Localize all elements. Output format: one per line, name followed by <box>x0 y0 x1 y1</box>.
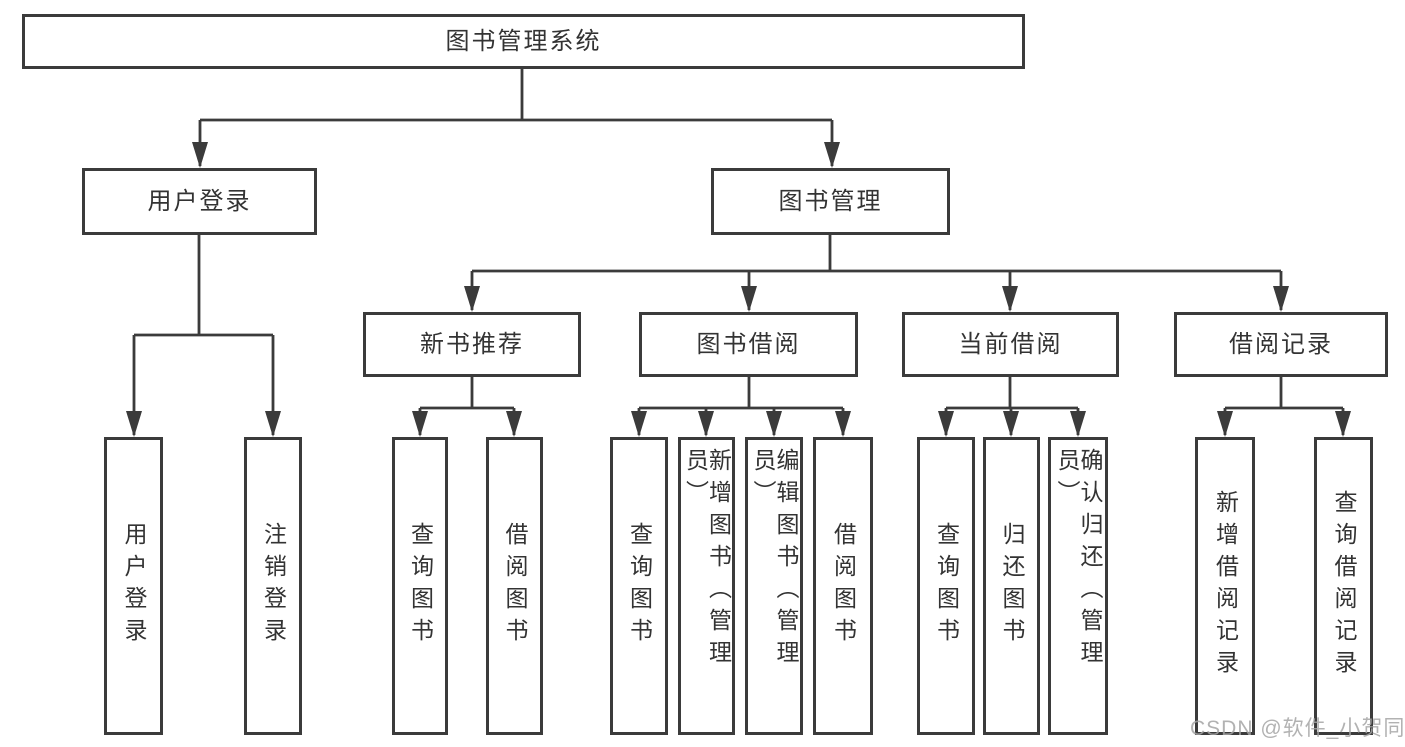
leaf-borrow-books-1: 借阅图书 <box>486 437 543 735</box>
arrowhead <box>1273 286 1289 312</box>
arrowhead <box>1002 286 1018 312</box>
leaf-add-books-admin: 新增图书（管理员） <box>678 437 735 735</box>
arrowhead <box>192 142 208 168</box>
arrowhead <box>464 286 480 312</box>
arrowhead <box>265 411 281 437</box>
leaf-add-borrow-record: 新增借阅记录 <box>1195 437 1255 735</box>
arrowhead <box>938 411 954 437</box>
node-new-book-recommend: 新书推荐 <box>363 312 581 377</box>
connector-new-book-rec-to-leaves <box>418 377 516 435</box>
node-current-borrowing: 当前借阅 <box>902 312 1119 377</box>
arrowheads <box>126 142 1351 437</box>
leaf-query-books-2: 查询图书 <box>610 437 668 735</box>
arrowhead <box>766 411 782 437</box>
arrowhead <box>1070 411 1086 437</box>
connector-book-borrow-to-leaves <box>637 377 845 435</box>
arrowhead <box>741 286 757 312</box>
leaf-borrow-books-2: 借阅图书 <box>813 437 873 735</box>
arrowhead <box>835 411 851 437</box>
leaf-edit-books-admin: 编辑图书（管理员） <box>745 437 803 735</box>
csdn-watermark: CSDN @软件_小贺同学 <box>1190 717 1405 740</box>
node-book-management: 图书管理 <box>711 168 950 235</box>
connector-root-to-level2 <box>198 69 834 166</box>
leaf-return-books: 归还图书 <box>983 437 1040 735</box>
arrowhead <box>824 142 840 168</box>
node-book-borrowing: 图书借阅 <box>639 312 858 377</box>
leaf-query-borrow-record: 查询借阅记录 <box>1314 437 1373 735</box>
leaf-query-books-1: 查询图书 <box>392 437 448 735</box>
leaf-confirm-return-admin: 确认归还（管理员） <box>1048 437 1108 735</box>
arrowhead <box>698 411 714 437</box>
arrowhead <box>126 411 142 437</box>
leaf-user-login: 用户登录 <box>104 437 163 735</box>
node-root: 图书管理系统 <box>22 14 1025 69</box>
arrowhead <box>1335 411 1351 437</box>
node-borrowing-records: 借阅记录 <box>1174 312 1388 377</box>
leaf-query-books-3: 查询图书 <box>917 437 975 735</box>
arrowhead <box>412 411 428 437</box>
leaf-logout: 注销登录 <box>244 437 302 735</box>
node-user-login: 用户登录 <box>82 168 317 235</box>
arrowhead <box>1003 411 1019 437</box>
arrowhead <box>631 411 647 437</box>
connector-user-login-to-leaves <box>132 235 275 435</box>
arrowhead <box>1217 411 1233 437</box>
connector-book-mgmt-to-level3 <box>470 235 1283 310</box>
connector-borrow-records-to-leaves <box>1223 377 1345 435</box>
arrowhead <box>506 411 522 437</box>
